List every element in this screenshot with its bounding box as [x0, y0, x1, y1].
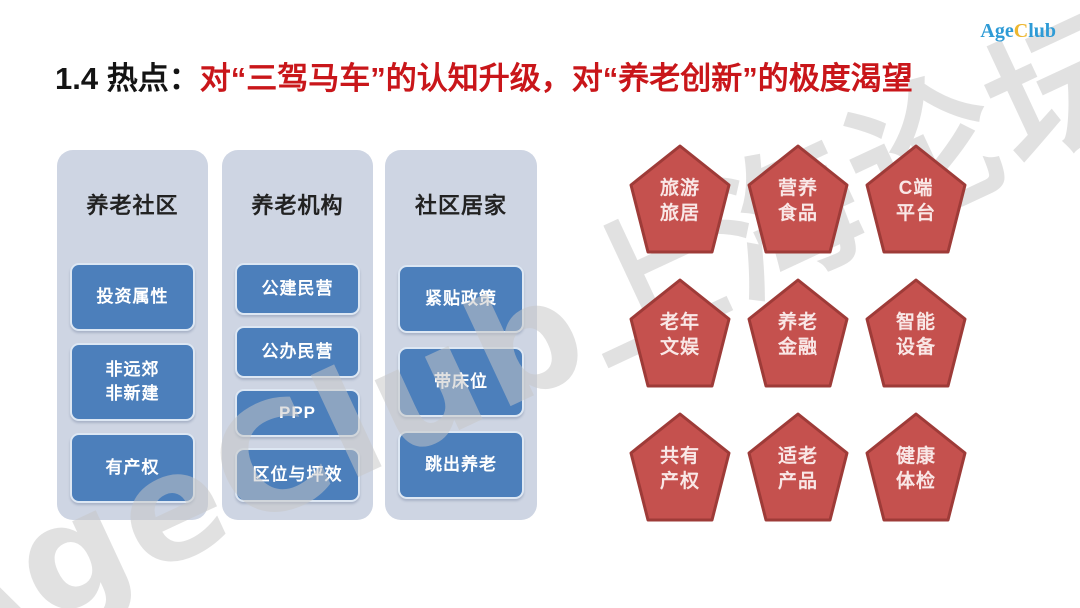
panel-elder-community: 养老社区 投资属性 非远郊 非新建 有产权: [57, 150, 208, 520]
pentagon-shape: [865, 144, 967, 254]
pentagon-item: 老年 文娱: [628, 277, 732, 389]
panel-header: 养老社区: [86, 193, 179, 218]
pentagon-label: 健康 体检: [895, 446, 936, 492]
ageclub-logo: AgeClub: [980, 20, 1056, 43]
panel-header: 养老机构: [251, 193, 344, 218]
pentagon-shape: [747, 412, 849, 522]
title-emphasis: 对“三驾马车”的认知升级，对“养老创新”的极度渴望: [199, 61, 913, 96]
pentagon-label: C端 平台: [895, 178, 936, 224]
pentagon-label: 营养 食品: [777, 178, 818, 224]
tag-box: 投资属性: [70, 263, 195, 331]
pentagon-item: 适老 产品: [746, 411, 850, 523]
slide-title: 1.4 热点：对“三驾马车”的认知升级，对“养老创新”的极度渴望: [55, 60, 913, 99]
pentagon-shape: [865, 278, 967, 388]
title-prefix: 1.4 热点：: [55, 61, 200, 96]
tag-box: 有产权: [70, 433, 195, 503]
pentagon-item: 智能 设备: [864, 277, 968, 389]
logo-part-age: Age: [980, 20, 1014, 42]
pentagon-shape: [629, 412, 731, 522]
panel-box-list: 投资属性 非远郊 非新建 有产权: [70, 263, 195, 503]
pentagon-shape: [629, 278, 731, 388]
pentagon-shape: [747, 278, 849, 388]
pentagon-item: 健康 体检: [864, 411, 968, 523]
pentagon-label: 老年 文娱: [659, 312, 700, 358]
pentagon-shape: [747, 144, 849, 254]
pentagon-label: 养老 金融: [777, 312, 818, 358]
pentagon-label: 适老 产品: [777, 446, 818, 492]
logo-part-lub: lub: [1028, 20, 1056, 42]
pentagon-label: 智能 设备: [895, 312, 936, 358]
tag-box: 区位与坪效: [235, 448, 360, 502]
pentagon-label: 旅游 旅居: [659, 178, 700, 224]
pentagon-item: 共有 产权: [628, 411, 732, 523]
panel-box-list: 公建民营 公办民营 PPP 区位与坪效: [235, 263, 360, 502]
tag-box: PPP: [235, 389, 360, 437]
tag-box: 非远郊 非新建: [70, 343, 195, 421]
tag-box: 公建民营: [235, 263, 360, 315]
pentagon-shape: [629, 144, 731, 254]
pentagon-grid: 旅游 旅居 营养 食品 C端 平台 老年 文娱 养老 金融 智能 设备 共有 产…: [628, 143, 968, 523]
panel-header: 社区居家: [414, 193, 507, 218]
pentagon-item: 养老 金融: [746, 277, 850, 389]
pentagon-item: 旅游 旅居: [628, 143, 732, 255]
tag-box: 公办民营: [235, 326, 360, 378]
tag-box: 带床位: [398, 347, 524, 417]
pentagon-item: C端 平台: [864, 143, 968, 255]
pentagon-label: 共有 产权: [659, 446, 700, 492]
panel-box-list: 紧贴政策 带床位 跳出养老: [398, 265, 524, 499]
tag-box: 紧贴政策: [398, 265, 524, 333]
pentagon-shape: [865, 412, 967, 522]
pentagon-item: 营养 食品: [746, 143, 850, 255]
tag-box: 跳出养老: [398, 431, 524, 499]
panel-community-home: 社区居家 紧贴政策 带床位 跳出养老: [385, 150, 537, 520]
panel-elder-institution: 养老机构 公建民营 公办民营 PPP 区位与坪效: [222, 150, 373, 520]
logo-part-c: C: [1013, 20, 1029, 42]
